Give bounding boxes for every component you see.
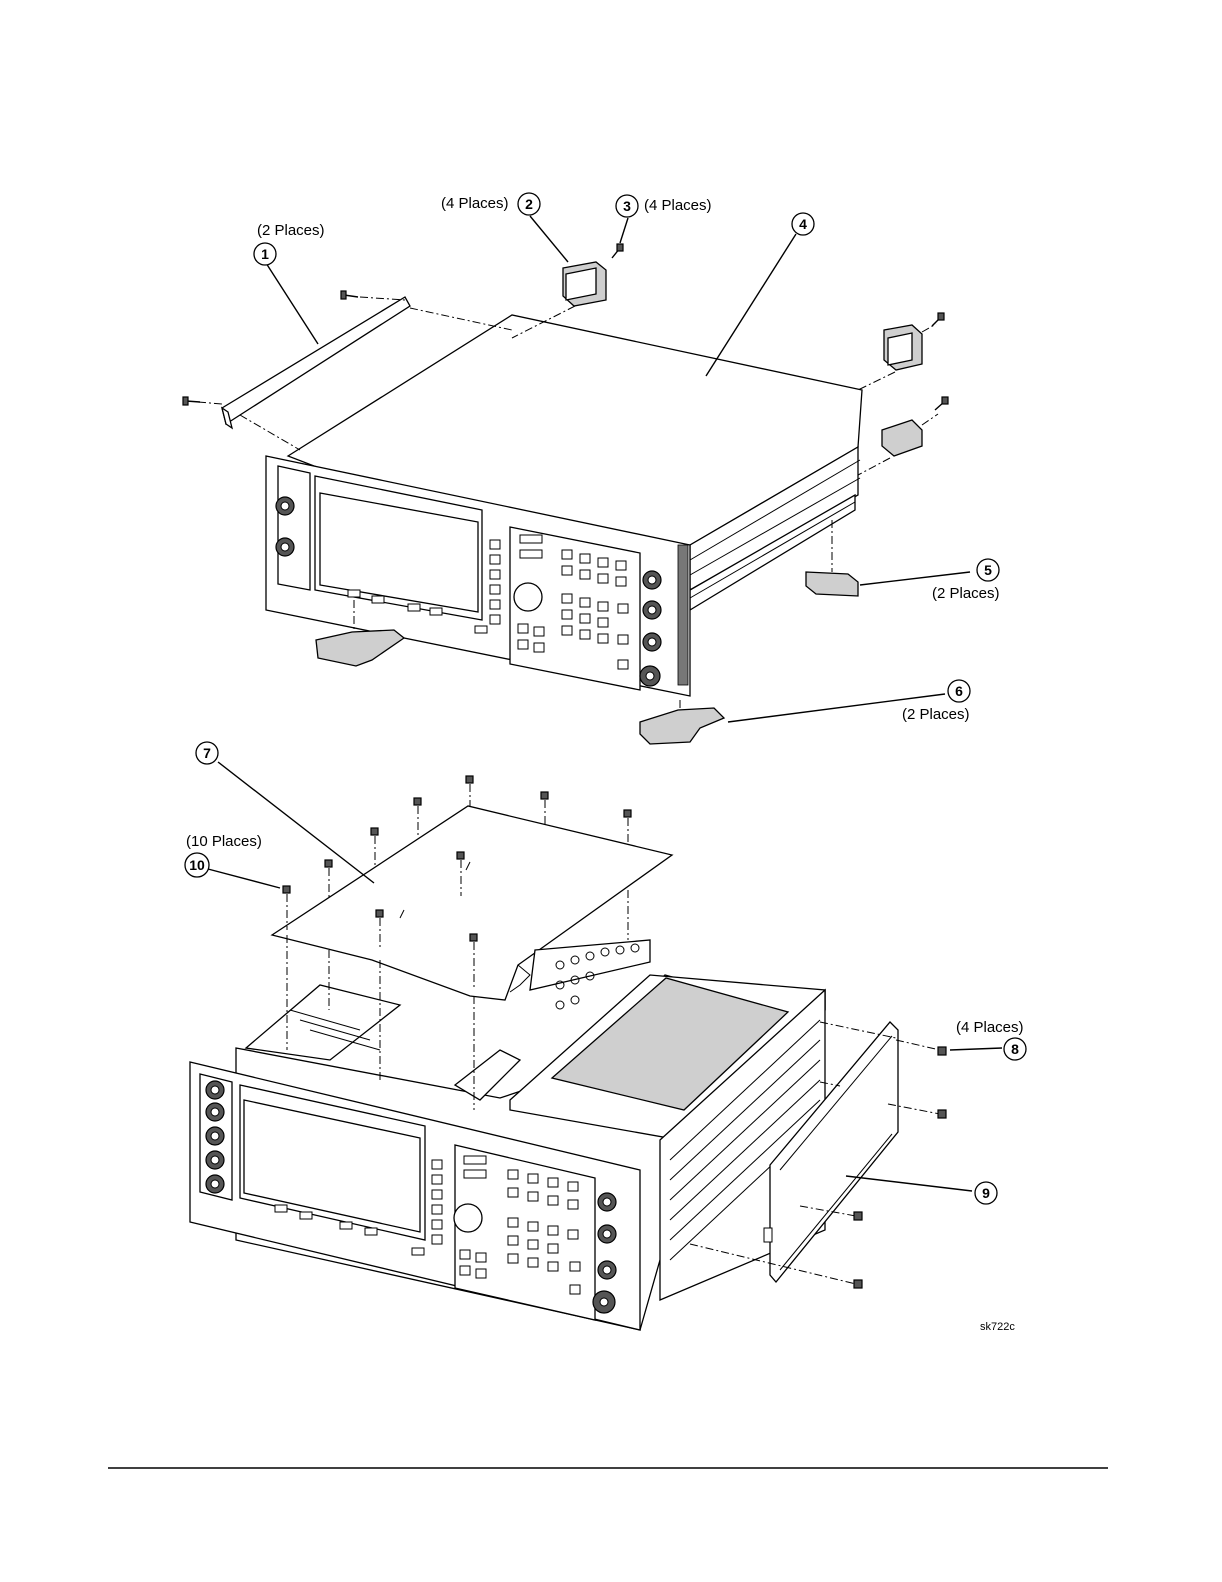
- svg-text:7: 7: [203, 745, 211, 761]
- callout-3: 3 (4 Places): [616, 195, 712, 217]
- svg-text:10: 10: [189, 857, 205, 873]
- svg-text:(2 Places): (2 Places): [932, 585, 1000, 602]
- svg-text:(4 Places): (4 Places): [956, 1019, 1024, 1036]
- svg-text:9: 9: [982, 1185, 990, 1201]
- svg-text:3: 3: [623, 198, 631, 214]
- callout-4: 4: [792, 213, 814, 235]
- callout-6: 6 (2 Places): [902, 680, 970, 723]
- svg-text:6: 6: [955, 683, 963, 699]
- callout-8: 8 (4 Places): [956, 1019, 1026, 1060]
- callout-1: 1 (2 Places): [254, 222, 325, 265]
- svg-text:1: 1: [261, 246, 269, 262]
- callout-9: 9: [975, 1182, 997, 1204]
- svg-text:2: 2: [525, 196, 533, 212]
- svg-text:4: 4: [799, 216, 807, 232]
- callout-7: 7: [196, 742, 218, 764]
- svg-text:5: 5: [984, 562, 992, 578]
- svg-text:8: 8: [1011, 1041, 1019, 1057]
- figure-id: sk722c: [980, 1321, 1015, 1333]
- lower-instrument: [190, 806, 825, 1330]
- svg-text:(4 Places): (4 Places): [644, 197, 712, 214]
- rear-foot-right-1: [858, 313, 944, 390]
- callout-10: 10 (10 Places): [185, 833, 262, 877]
- callout-2: 2 (4 Places): [441, 193, 540, 215]
- rear-foot-right-2: [858, 397, 948, 475]
- svg-text:(10 Places): (10 Places): [186, 833, 262, 850]
- svg-text:(4 Places): (4 Places): [441, 195, 509, 212]
- svg-text:(2 Places): (2 Places): [257, 222, 325, 239]
- callout-5: 5 (2 Places): [932, 559, 1000, 602]
- svg-text:(2 Places): (2 Places): [902, 706, 970, 723]
- tilt-foot-part-6: [640, 694, 945, 744]
